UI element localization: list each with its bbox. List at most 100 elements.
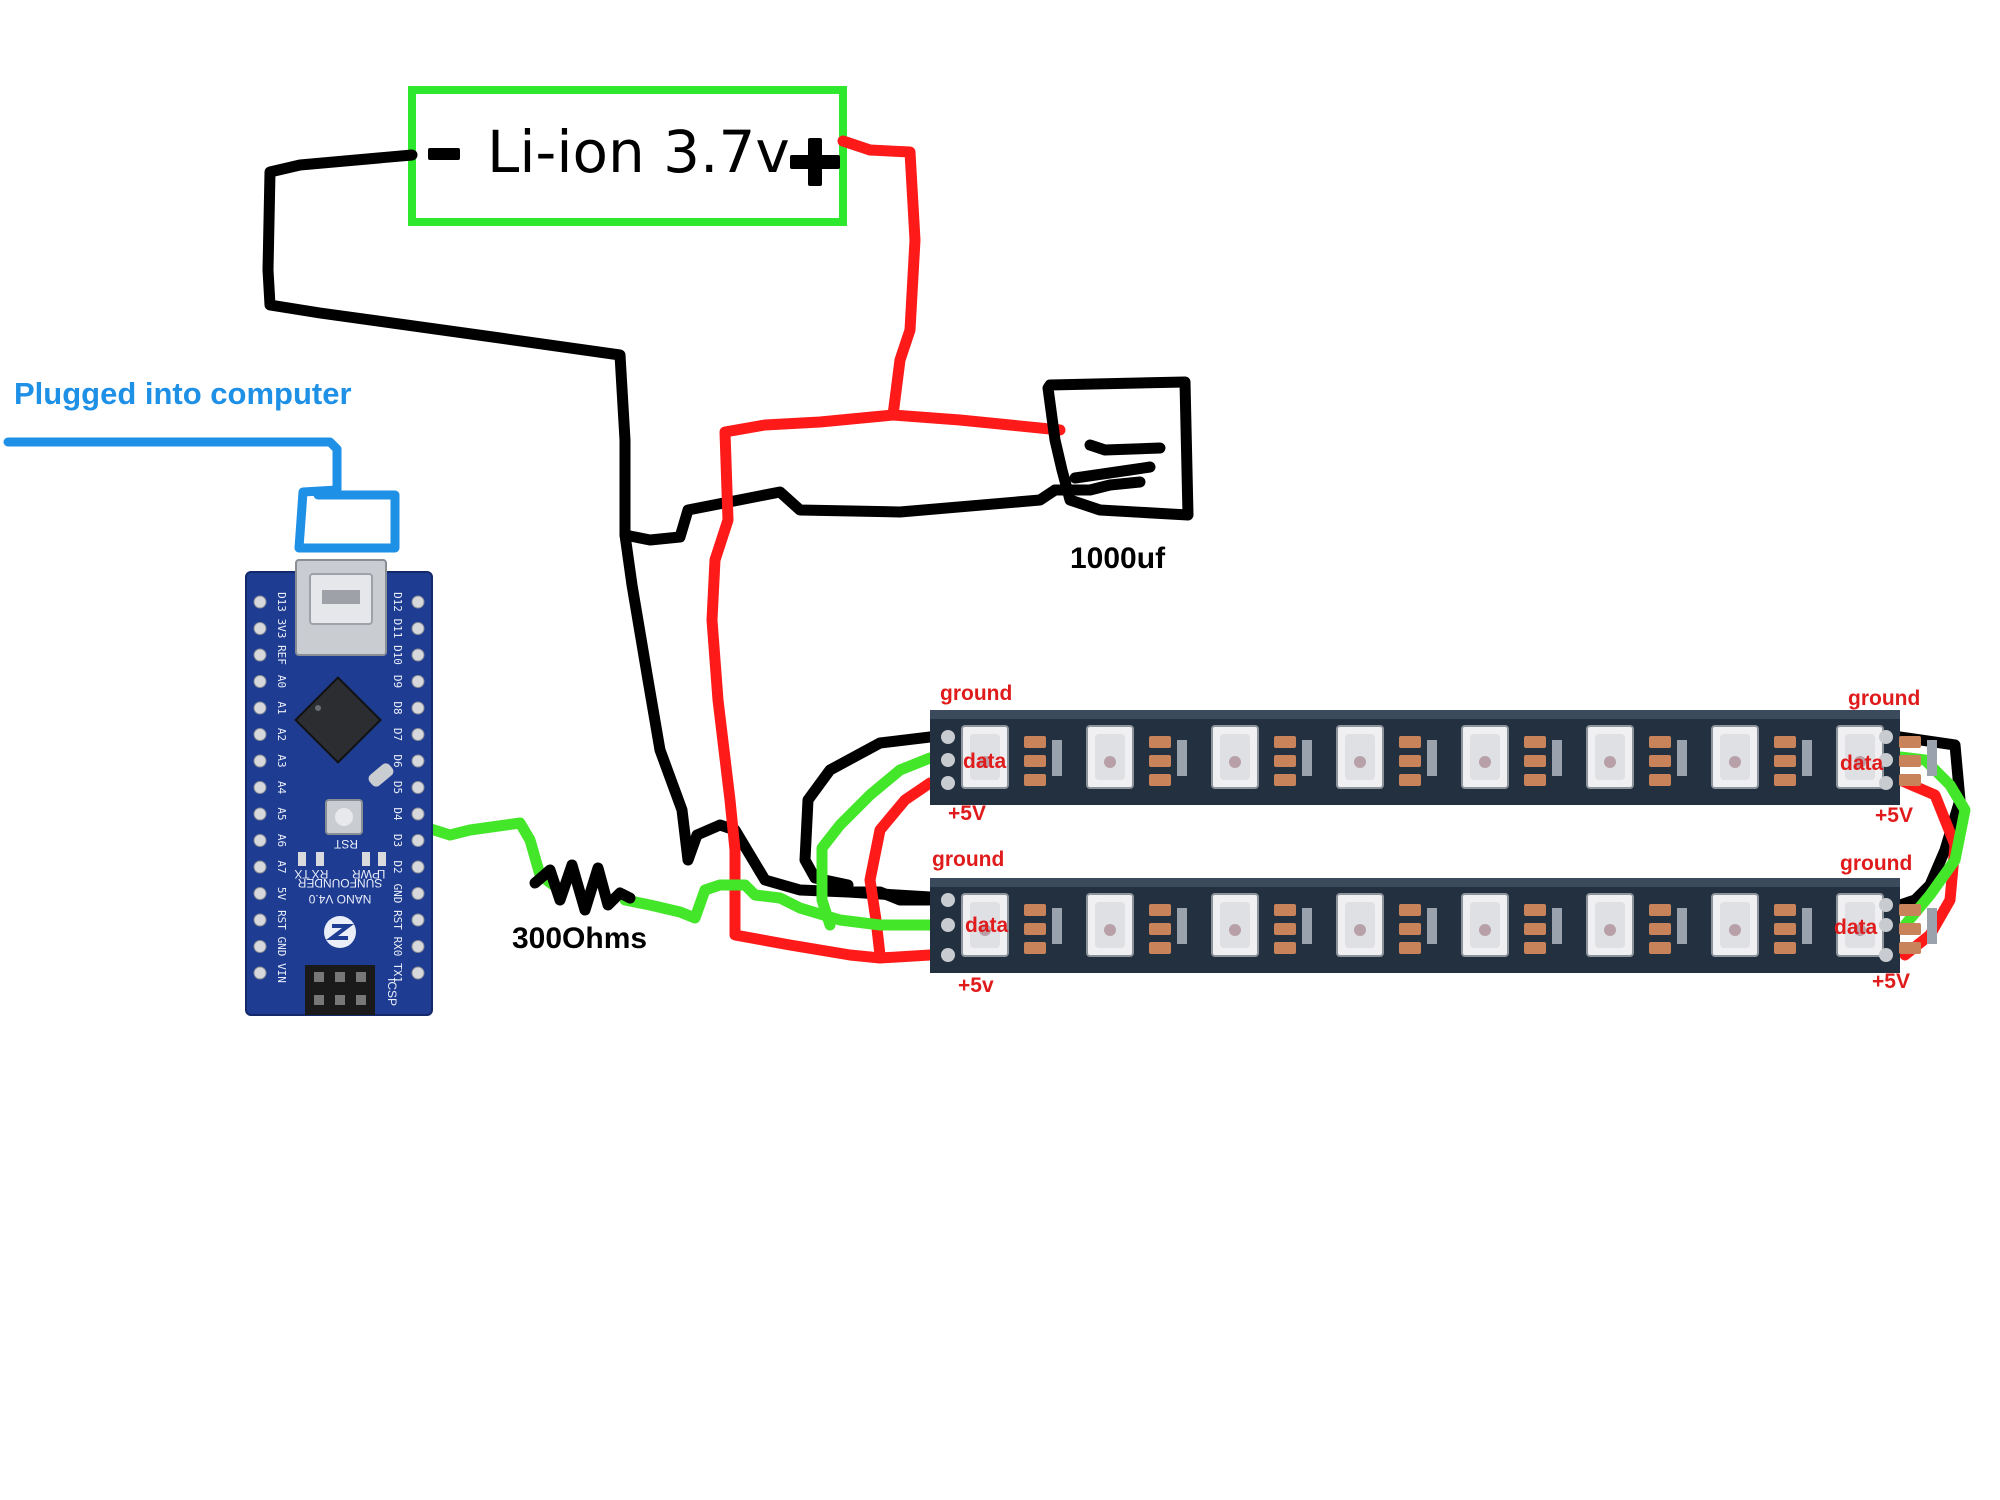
strip-bottom-right-data-label: data (1834, 916, 1878, 939)
icsp-pin (335, 995, 345, 1005)
left-pin-label: A2 (275, 728, 288, 741)
led-strip-top (930, 710, 1937, 805)
right-pin-label: D7 (391, 728, 404, 741)
strip-smd-component (1399, 904, 1421, 916)
strip-led-die (1229, 756, 1241, 768)
strip-pad (1552, 908, 1562, 944)
strip-bottom-right-power-pad (1879, 948, 1893, 962)
right-pin-label: D4 (391, 807, 404, 821)
led-label: L (378, 867, 385, 881)
strip-smd-component (1399, 942, 1421, 954)
strip-pad (1927, 740, 1937, 776)
left-pin-hole (253, 675, 267, 688)
strip-smd-component (1774, 736, 1796, 748)
right-pin-label: D3 (391, 834, 404, 847)
strip-pad (1177, 740, 1187, 776)
strip-smd-component (1399, 774, 1421, 786)
strip-smd-component (1274, 923, 1296, 935)
resistor-label: 300Ohms (512, 922, 647, 955)
strip-smd-component (1649, 942, 1671, 954)
strip-led-die (1104, 924, 1116, 936)
strip-pad (1427, 740, 1437, 776)
right-pin-hole (411, 860, 425, 874)
strip-led-die (1854, 924, 1866, 936)
atmega-chip (294, 676, 382, 764)
left-pin-label: D13 (275, 592, 288, 612)
battery-negative-symbol (428, 148, 460, 160)
strip-led-die (1604, 756, 1616, 768)
led-l (378, 852, 386, 866)
left-pin-label: A0 (275, 675, 288, 688)
strip-smd-component (1524, 774, 1546, 786)
right-pin-label: RX0 (391, 937, 404, 957)
strip-top-right-data-pad (1879, 753, 1893, 767)
right-pin-hole (411, 701, 425, 715)
left-pin-hole (253, 887, 267, 900)
strip-bottom-edge (930, 878, 1900, 887)
strip-pad (1427, 908, 1437, 944)
capacitor-plate-bottom (1069, 461, 1156, 484)
strip-top-data-wire (816, 752, 936, 931)
arduino-brand: SUNFOUNDER (297, 876, 382, 890)
strip-top-right-power-label: +5V (1875, 804, 1913, 827)
left-pin-hole (253, 622, 267, 635)
strip-bottom-left-data-label: data (965, 914, 1009, 937)
resistor (529, 859, 636, 916)
strip-smd-component (1774, 904, 1796, 916)
black-wires (262, 149, 1966, 911)
strip-smd-component (1649, 755, 1671, 767)
right-pin-hole (411, 675, 425, 688)
strip-smd-component (1024, 923, 1046, 935)
strip-smd-component (1149, 774, 1171, 786)
strip-smd-component (1399, 755, 1421, 767)
strip-smd-component (1024, 736, 1046, 748)
strip-smd-component (1899, 774, 1921, 786)
strip-top-left-power-label: +5V (948, 802, 986, 825)
chip-dot (315, 705, 321, 711)
strip-smd-component (1899, 736, 1921, 748)
right-pin-label: D9 (391, 675, 404, 688)
strip-smd-component (1149, 904, 1171, 916)
strip-bottom-left-power-pad (941, 948, 955, 962)
strip-smd-component (1899, 942, 1921, 954)
strip-bottom-right-ground-label: ground (1840, 852, 1912, 875)
right-pin-label: D6 (391, 754, 404, 767)
led-label: RX (312, 867, 329, 881)
icsp-pin (314, 972, 324, 982)
capacitor (1042, 376, 1194, 521)
strip-led-die (1604, 924, 1616, 936)
strip-pad (1302, 908, 1312, 944)
strip-top-left-power-pad (941, 776, 955, 790)
strip-pad (1052, 908, 1062, 944)
strip-pad (1052, 740, 1062, 776)
reset-button-cap (335, 808, 353, 826)
right-pin-label: RST (391, 910, 404, 930)
strip-top-ground-wire (799, 731, 936, 891)
strip-smd-component (1899, 755, 1921, 767)
left-pin-hole (253, 754, 267, 768)
right-pin-hole (411, 887, 425, 900)
strip-smd-component (1274, 942, 1296, 954)
strip-smd-component (1649, 923, 1671, 935)
strip-led-die (1854, 756, 1866, 768)
left-pin-label: A3 (275, 754, 288, 767)
strip-link-data-wire (1894, 751, 1971, 931)
right-pin-label: D8 (391, 701, 404, 714)
left-pin-hole (253, 940, 267, 953)
right-pin-label: GND (391, 884, 404, 904)
left-pin-hole (253, 834, 267, 847)
led-tx (298, 852, 306, 866)
strip-top-right-power-pad (1879, 776, 1893, 790)
strip-pad (1802, 740, 1812, 776)
capacitor-plate-top (1084, 439, 1166, 456)
strip-link-ground-wire (1894, 731, 1966, 911)
strip-bottom-left-ground-pad (941, 893, 955, 907)
strip-smd-component (1399, 923, 1421, 935)
strip-bottom-right-data-pad (1879, 918, 1893, 932)
right-pin-hole (411, 595, 425, 609)
strip-pad (1677, 908, 1687, 944)
strip-led-die (1354, 924, 1366, 936)
strip-led-die (1729, 924, 1741, 936)
strip-led-die (1104, 756, 1116, 768)
